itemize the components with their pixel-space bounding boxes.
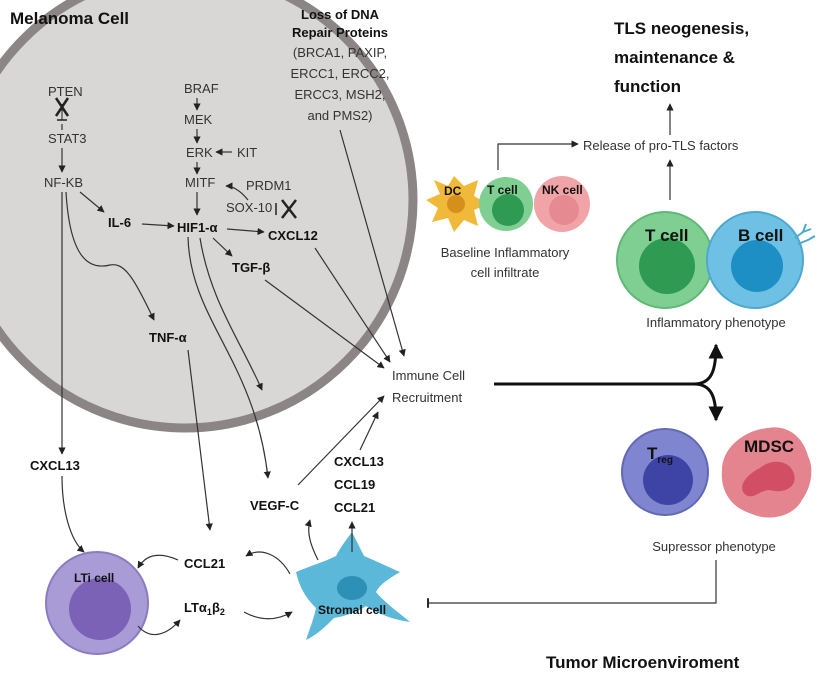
- tumor-microenvironment-title: Tumor Microenviroment: [546, 653, 740, 672]
- cxcl13-label: CXCL13: [30, 458, 80, 473]
- suppressor-phenotype-label: Supressor phenotype: [652, 539, 776, 554]
- mek-label: MEK: [184, 112, 213, 127]
- tgfb-label: TGF-β: [232, 260, 270, 275]
- svg-text:ERCC3, MSH2,: ERCC3, MSH2,: [294, 87, 385, 102]
- dc-cell: DC: [426, 176, 488, 232]
- svg-text:function: function: [614, 77, 681, 96]
- mitf-label: MITF: [185, 175, 215, 190]
- svg-text:NK cell: NK cell: [542, 183, 583, 197]
- lti-cell: LTi cell: [45, 551, 149, 655]
- svg-text:DC: DC: [444, 184, 462, 198]
- svg-text:T cell: T cell: [645, 226, 688, 245]
- tme-arrows: [137, 519, 356, 636]
- svg-text:Loss of DNA: Loss of DNA: [301, 7, 380, 22]
- prdm1-label: PRDM1: [246, 178, 292, 193]
- pathway-arrows: [58, 98, 406, 553]
- inflammatory-phenotype-label: Inflammatory phenotype: [646, 315, 785, 330]
- nk-cell: NK cell: [534, 176, 590, 232]
- treg-cell: Treg: [621, 428, 709, 516]
- suppressor-inhibition-arrow: [427, 560, 717, 608]
- erk-label: ERK: [186, 145, 213, 160]
- pten-inhibited-mark: [54, 97, 70, 121]
- dna-repair-label: Loss of DNA Repair Proteins (BRCA1, PAXI…: [291, 7, 390, 123]
- melanoma-cell: [0, 0, 418, 433]
- ccl21-label: CCL21: [184, 556, 225, 571]
- hif1a-label: HIF1-α: [177, 220, 218, 235]
- svg-text:TLS neogenesis,: TLS neogenesis,: [614, 19, 749, 38]
- release-arrows: [497, 103, 674, 200]
- stat3-label: STAT3: [48, 131, 87, 146]
- release-label: Release of pro-TLS factors: [583, 138, 739, 153]
- svg-text:Repair Proteins: Repair Proteins: [292, 25, 388, 40]
- stromal-factor-cxcl13: CXCL13: [334, 454, 384, 469]
- stromal-cell: Stromal cell: [296, 532, 410, 640]
- immune-recruitment-label-1: Immune Cell: [392, 368, 465, 383]
- baseline-label-2: cell infiltrate: [471, 265, 540, 280]
- nfkb-label: NF-KB: [44, 175, 83, 190]
- svg-text:Treg: Treg: [647, 444, 673, 466]
- mdsc-cell: MDSC: [721, 427, 812, 518]
- svg-text:MDSC: MDSC: [744, 437, 794, 456]
- sox10-label: SOX-10: [226, 200, 272, 215]
- t-cell-small: T cell: [479, 177, 533, 231]
- svg-text:ERCC1, ERCC2,: ERCC1, ERCC2,: [291, 66, 390, 81]
- lta-label: LTα1β2: [184, 600, 225, 617]
- svg-text:T cell: T cell: [487, 183, 518, 197]
- baseline-label-1: Baseline Inflammatory: [441, 245, 570, 260]
- t-cell: T cell: [616, 211, 714, 309]
- immune-recruitment-label-2: Recruitment: [392, 390, 462, 405]
- branch-arrows: [494, 343, 724, 422]
- tls-title: TLS neogenesis, maintenance & function: [614, 19, 749, 96]
- vegfc-label: VEGF-C: [250, 498, 300, 513]
- pten-label: PTEN: [48, 84, 83, 99]
- tnfa-label: TNF-α: [149, 330, 187, 345]
- stromal-factor-ccl21: CCL21: [334, 500, 375, 515]
- kit-label: KIT: [237, 145, 257, 160]
- svg-text:and PMS2): and PMS2): [307, 108, 372, 123]
- svg-text:maintenance &: maintenance &: [614, 48, 735, 67]
- il6-label: IL-6: [108, 215, 131, 230]
- svg-text:Stromal cell: Stromal cell: [318, 603, 386, 617]
- svg-text:(BRCA1, PAXIP,: (BRCA1, PAXIP,: [293, 45, 387, 60]
- svg-text:LTi cell: LTi cell: [74, 571, 114, 585]
- stromal-factor-ccl19: CCL19: [334, 477, 375, 492]
- sox10-inhibited-mark: [275, 199, 297, 219]
- b-cell: B cell: [706, 211, 816, 309]
- svg-text:B cell: B cell: [738, 226, 783, 245]
- braf-label: BRAF: [184, 81, 219, 96]
- cxcl12-label: CXCL12: [268, 228, 318, 243]
- melanoma-cell-title: Melanoma Cell: [10, 9, 129, 28]
